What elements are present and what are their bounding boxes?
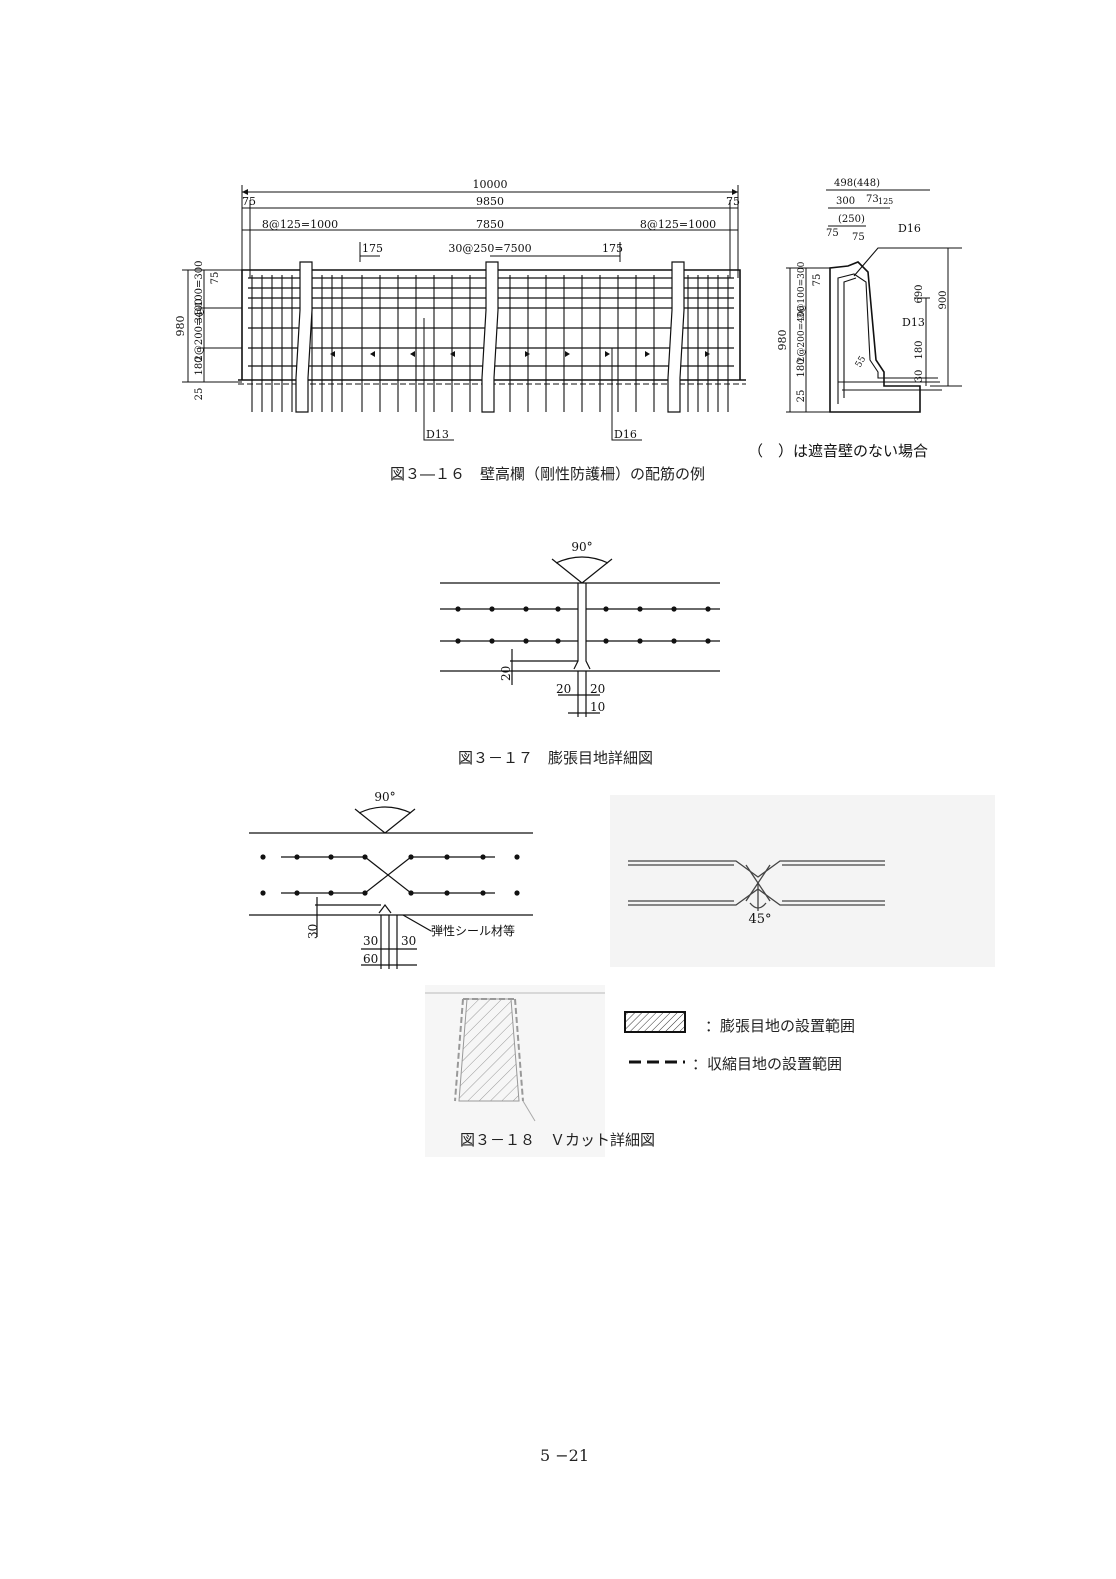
expansion-joint-swatch — [624, 1011, 686, 1033]
legend-contraction-label: ：収縮目地の設置範囲 — [692, 1055, 843, 1073]
sec-s55: 55 — [854, 354, 869, 369]
sec-v25: 25 — [796, 390, 807, 403]
sec-v1: 3@100=300 — [797, 261, 807, 318]
dim-height: 980 — [174, 316, 187, 337]
page-number: 5 −21 — [540, 1446, 590, 1465]
sec-w125: 125 — [878, 197, 893, 206]
sec-h690: 690 — [914, 284, 925, 303]
sec-v75: 75 — [812, 274, 823, 287]
sec-top-width: 498(448) — [834, 178, 880, 189]
sec-w75a: 75 — [826, 228, 839, 239]
legend-expansion-label: ：膨張目地の設置範囲 — [705, 1017, 856, 1035]
fig18-d30-right: 30 — [401, 934, 416, 948]
fig17-d10: 10 — [590, 700, 605, 714]
fig17-d20-vert: 20 — [499, 666, 513, 681]
dim-mid-spacing: 30@250=7500 — [448, 242, 531, 255]
dim-mid-left: 175 — [362, 242, 383, 255]
fig18-caption: 図３－１８ Ｖカット詳細図 — [460, 1131, 656, 1149]
dim-end-right: 75 — [726, 195, 740, 208]
dim-left-spacing: 8@125=1000 — [262, 218, 338, 231]
dim-inner: 9850 — [476, 195, 504, 208]
label-d13: D13 — [426, 428, 449, 441]
fig17-angle: 90° — [571, 540, 592, 554]
fig18-seal-label: 弾性シール材等 — [431, 924, 515, 938]
legend-swatches — [624, 1011, 686, 1064]
sec-h30: 30 — [914, 370, 925, 383]
dim-v5: 75 — [210, 272, 221, 285]
fig18-vcut-sketch: 45° — [610, 795, 995, 967]
fig17-caption: 図３－１７ 膨張目地詳細図 — [458, 749, 654, 767]
fig18-wall-section — [425, 985, 605, 1157]
dim-right-spacing: 8@125=1000 — [640, 218, 716, 231]
dim-total: 10000 — [473, 178, 508, 191]
dim-middle: 7850 — [476, 218, 504, 231]
dim-mid-right: 175 — [602, 242, 623, 255]
sec-w73: 73 — [866, 194, 879, 205]
sec-d13: D13 — [902, 316, 925, 329]
dim-v1: 3@100=300 — [194, 261, 205, 324]
fig16-note: （ ）は遮音壁のない場合 — [748, 442, 928, 460]
dim-v2: 2@200=400 — [194, 299, 205, 362]
fig18-angle: 90° — [374, 790, 395, 804]
fig16-drawing: 10000 75 9850 75 8@125=1000 7850 8@125=1… — [174, 178, 962, 460]
fig17-d20-left: 20 — [556, 682, 571, 696]
fig18-angle45: 45° — [748, 912, 771, 927]
sec-d16: D16 — [898, 222, 921, 235]
dim-v4: 25 — [194, 388, 205, 401]
sec-w75b: 75 — [852, 232, 865, 243]
sec-v180: 180 — [796, 358, 807, 377]
sec-w250: (250) — [838, 214, 865, 225]
dim-v3: 180 — [194, 356, 205, 375]
fig18-d60: 60 — [363, 952, 378, 966]
fig18-d30-vert: 30 — [306, 924, 320, 939]
sec-h900: 900 — [938, 290, 949, 309]
sec-v2: 2@200=400 — [797, 305, 807, 362]
fig18-d30-left: 30 — [363, 934, 378, 948]
fig17-d20-right: 20 — [590, 682, 605, 696]
sec-w300: 300 — [836, 196, 855, 207]
sec-h980: 980 — [776, 330, 789, 351]
dim-end-left: 75 — [242, 195, 256, 208]
label-d16: D16 — [614, 428, 637, 441]
fig17-drawing: 90° 20 20 20 10 — [440, 540, 720, 717]
fig18-drawing: 90° 30 30 30 60 弾性シール材等 — [249, 790, 533, 969]
fig16-caption: 図３―１６ 壁高欄（剛性防護柵）の配筋の例 — [390, 465, 706, 483]
sec-h180r: 180 — [914, 340, 925, 359]
